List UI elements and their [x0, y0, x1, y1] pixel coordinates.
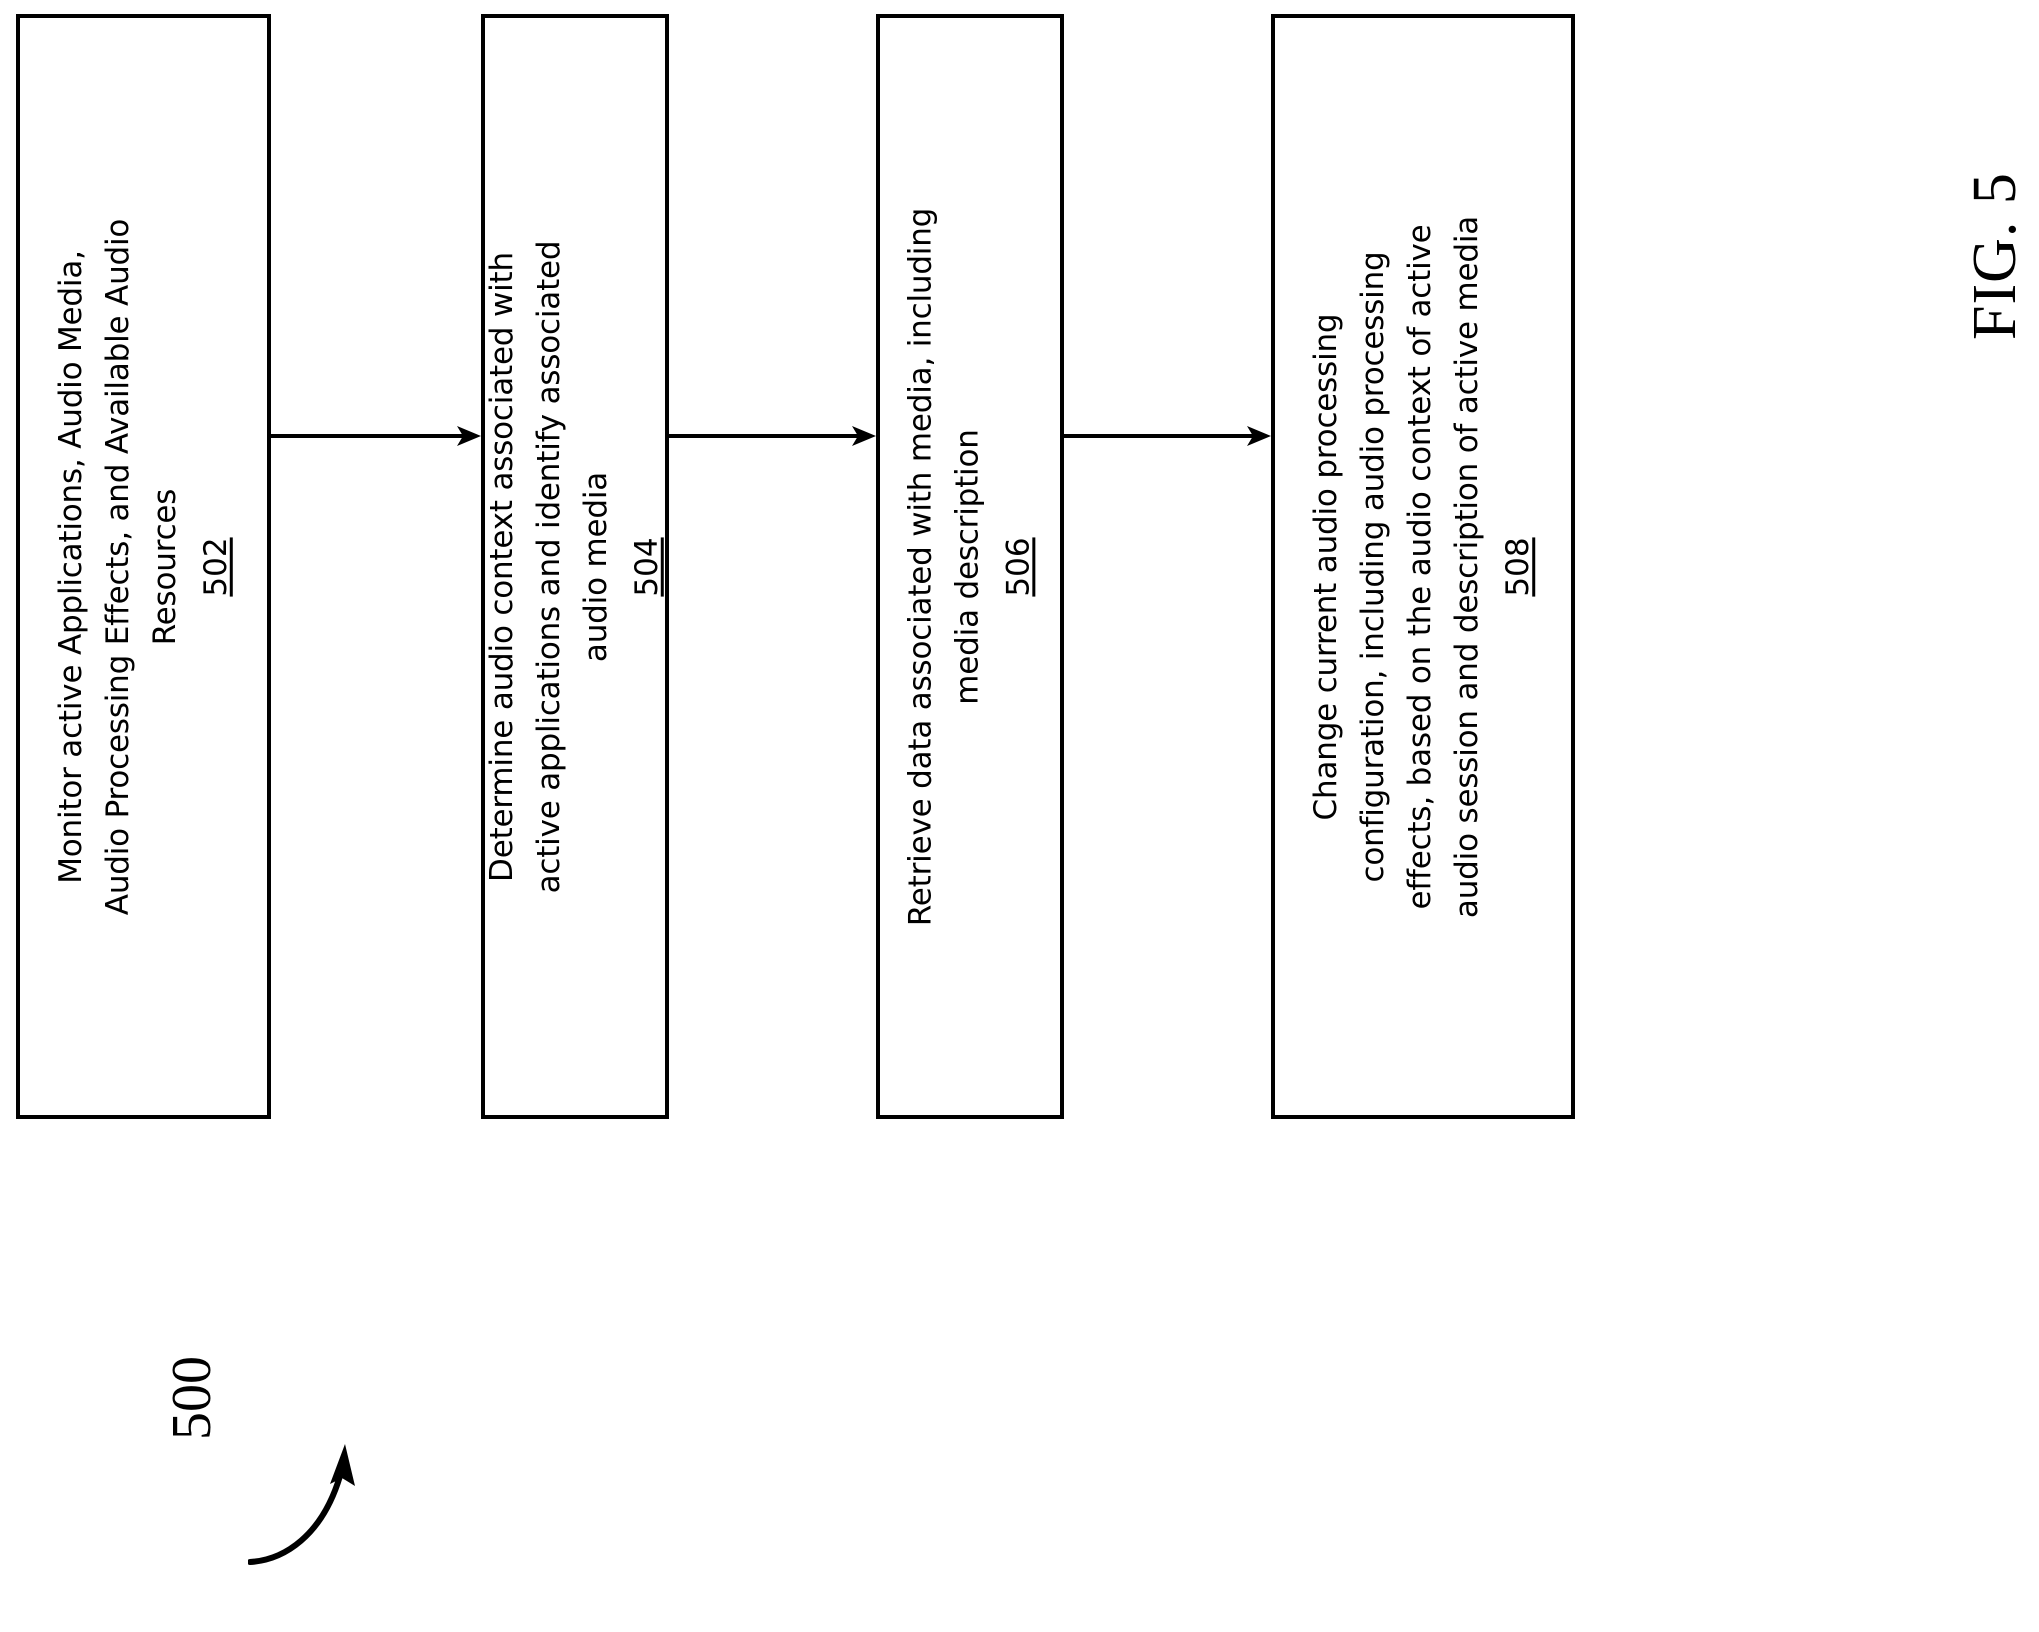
flow-step-504-line-3: audio media: [578, 471, 614, 662]
curved-arrow-icon: [248, 1444, 355, 1565]
flow-step-504-line-1: Determine audio context associated with: [483, 251, 520, 882]
arrow-right-icon: [669, 426, 876, 446]
flow-step-506-text: Retrieve data associated with media, inc…: [897, 22, 1042, 1112]
flow-step-508-line-2: configuration, including audio processin…: [1355, 251, 1392, 882]
flow-step-502: Monitor active Applications, Audio Media…: [16, 14, 271, 1119]
connector-504-506: [669, 423, 876, 449]
flow-step-504: Determine audio context associated with …: [481, 14, 669, 1119]
arrow-right-icon: [1064, 426, 1271, 446]
flow-step-502-ref: 502: [197, 536, 234, 597]
flow-step-504-line-2: active applications and identify associa…: [530, 240, 567, 893]
flow-step-508: Change current audio processing configur…: [1271, 14, 1575, 1119]
flow-step-508-text: Change current audio processing configur…: [1303, 22, 1543, 1112]
arrow-right-icon: [271, 426, 481, 446]
flow-step-502-text: Monitor active Applications, Audio Media…: [47, 22, 239, 1112]
flow-step-502-line-2: Audio Processing Effects, and Available …: [99, 218, 136, 915]
flow-step-504-text: Determine audio context associated with …: [479, 22, 671, 1112]
figure-caption: FIG. 5: [1961, 172, 2029, 340]
figure-lead-arrow: [248, 1440, 368, 1570]
connector-506-508: [1064, 423, 1271, 449]
connector-502-504: [271, 423, 481, 449]
flow-step-508-line-4: audio session and description of active …: [1449, 215, 1486, 918]
flow-step-508-line-3: effects, based on the audio context of a…: [1402, 223, 1439, 910]
flow-step-508-line-1: Change current audio processing: [1308, 313, 1345, 820]
flow-step-502-line-1: Monitor active Applications, Audio Media…: [52, 249, 89, 884]
flow-step-502-line-3: Resources: [146, 488, 183, 645]
flow-step-504-ref: 504: [629, 536, 666, 597]
flow-step-508-ref: 508: [1500, 536, 1537, 597]
flow-step-506-line-1: Retrieve data associated with media, inc…: [902, 207, 939, 926]
flow-step-506-line-2: media description: [949, 428, 986, 705]
flow-step-506-ref: 506: [1000, 536, 1037, 597]
figure-number-label: 500: [161, 1356, 223, 1440]
flow-step-506: Retrieve data associated with media, inc…: [876, 14, 1064, 1119]
